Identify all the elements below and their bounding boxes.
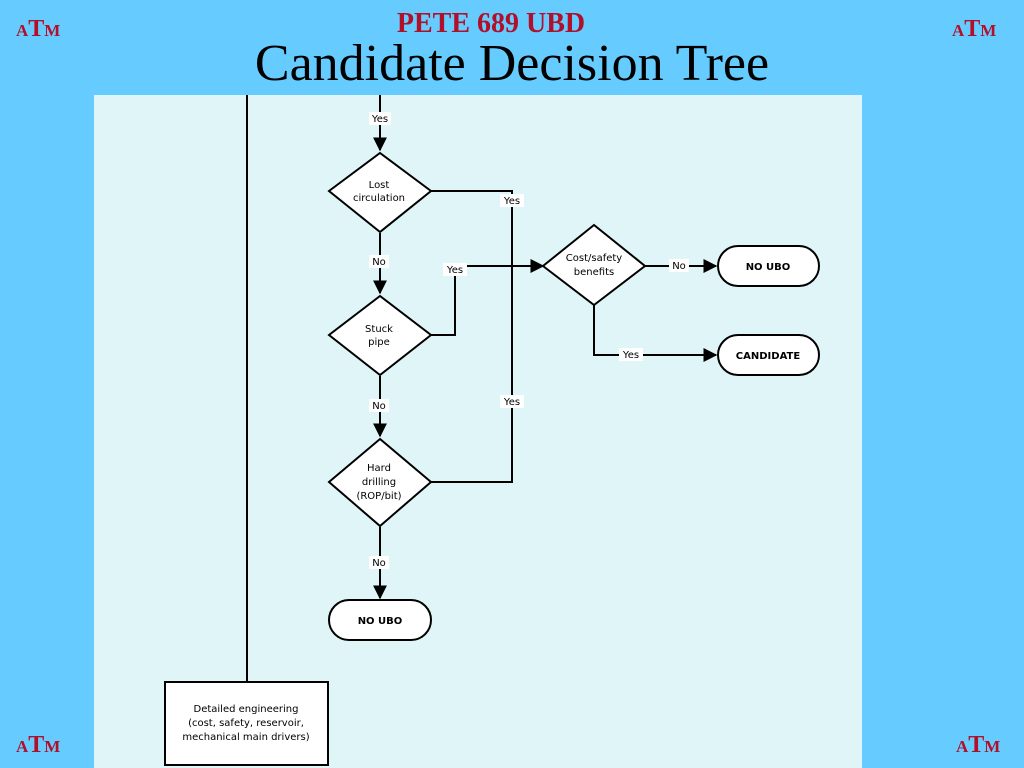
terminal-no-ubo-right bbox=[717, 245, 820, 287]
label-yes-stuck: Yes bbox=[446, 265, 463, 276]
decision-lost-circulation bbox=[327, 151, 433, 234]
lost-yes-branch bbox=[431, 190, 513, 483]
page-title: Candidate Decision Tree bbox=[254, 35, 770, 92]
hard-drilling-line2: drilling bbox=[362, 477, 396, 488]
label-no-stuck: No bbox=[372, 401, 386, 412]
stuck-yes-branch bbox=[431, 259, 545, 336]
lost-circulation-line1: Lost bbox=[369, 180, 390, 191]
stuck-pipe-line2: pipe bbox=[368, 337, 390, 348]
no-ubo-bottom-text: NO UBO bbox=[358, 616, 403, 627]
stuck-pipe-line1: Stuck bbox=[365, 324, 393, 335]
label-no-cost: No bbox=[672, 261, 686, 272]
cost-safety-line2: benefits bbox=[574, 267, 614, 278]
decision-stuck-pipe bbox=[327, 294, 433, 377]
process-line3: mechanical main drivers) bbox=[182, 732, 309, 743]
decision-hard-drilling bbox=[327, 437, 433, 528]
label-no-lost: No bbox=[372, 257, 386, 268]
hard-drilling-line3: (ROP/bit) bbox=[356, 491, 401, 502]
process-line1: Detailed engineering bbox=[194, 704, 299, 715]
atm-logo-top-left: ATM bbox=[16, 16, 61, 42]
process-detailed-engineering bbox=[164, 681, 329, 766]
no-ubo-right-text: NO UBO bbox=[746, 262, 791, 273]
atm-logo-bottom-right: ATM bbox=[956, 732, 1001, 758]
node-texts: Lost circulation Stuck pipe Hard drillin… bbox=[182, 180, 800, 743]
label-yes-entry: Yes bbox=[371, 114, 388, 125]
course-code: PETE 689 UBD bbox=[396, 8, 586, 39]
atm-logo-top-right: ATM bbox=[952, 16, 997, 42]
cost-safety-line1: Cost/safety bbox=[566, 253, 623, 264]
candidate-text: CANDIDATE bbox=[736, 351, 801, 362]
label-yes-cost: Yes bbox=[622, 350, 639, 361]
diagram-panel bbox=[94, 95, 862, 768]
label-no-hard: No bbox=[372, 558, 386, 569]
label-yes-hard: Yes bbox=[503, 397, 520, 408]
hard-drilling-line1: Hard bbox=[367, 463, 391, 474]
process-line2: (cost, safety, reservoir, bbox=[188, 718, 304, 729]
atm-logo-bottom-left: ATM bbox=[16, 732, 61, 758]
terminal-no-ubo-bottom bbox=[328, 599, 432, 641]
terminal-candidate bbox=[717, 334, 820, 376]
decision-cost-safety bbox=[541, 223, 647, 307]
branch-labels: Yes Yes No Yes No Yes No Yes No bbox=[369, 112, 689, 569]
label-yes-lost: Yes bbox=[503, 196, 520, 207]
lost-circulation-line2: circulation bbox=[353, 193, 405, 204]
arrow-cost-to-candidate bbox=[593, 305, 718, 362]
